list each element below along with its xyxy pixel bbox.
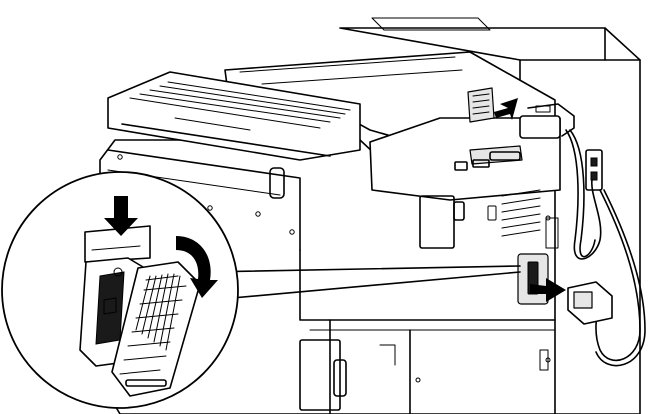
arrow-left-icon [494, 98, 518, 120]
cable-lines [519, 103, 646, 367]
arrow-down-icon [104, 196, 138, 236]
arrow-curved-icon [176, 236, 218, 298]
arrow-left-icon [530, 278, 566, 302]
callout-lines [204, 265, 521, 301]
filter-cover-icon [111, 261, 201, 397]
